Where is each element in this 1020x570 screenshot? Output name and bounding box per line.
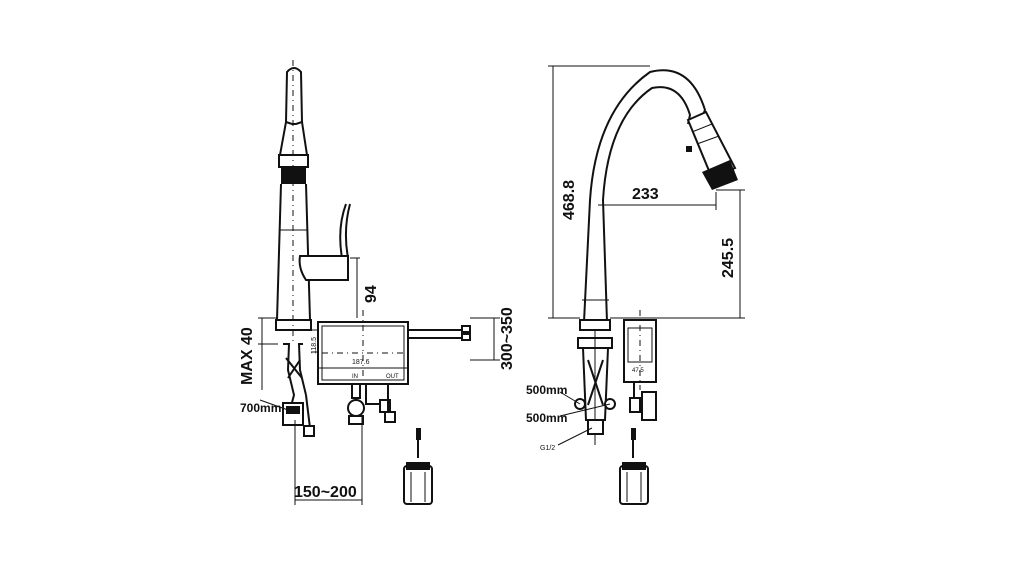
dim-94-label: 94 xyxy=(363,285,380,303)
dim-245-5: 245.5 xyxy=(610,189,745,319)
right-battery-pack xyxy=(619,428,649,505)
left-view: MAX 40 700mm 94 xyxy=(239,60,516,505)
dim-reach-label: 233 xyxy=(632,186,659,203)
left-handle xyxy=(298,203,351,281)
dim-hose-1-label: 500mm xyxy=(526,383,567,397)
dim-300-350: 300~350 xyxy=(470,307,516,370)
dim-hose-2-label: 500mm xyxy=(526,411,567,425)
left-plumbing: 700mm xyxy=(240,343,315,445)
dim-height-label: 300~350 xyxy=(499,307,516,370)
left-battery-pack xyxy=(403,428,433,505)
dim-94: 94 xyxy=(350,257,380,318)
thread-label: G1/2 xyxy=(540,445,555,452)
box-label-right: 47.5 xyxy=(632,368,644,374)
dim-468-8: 468.8 xyxy=(548,65,650,319)
right-view: 468.8 233 245.5 500mm xyxy=(526,65,745,505)
dim-range-label: 150~200 xyxy=(294,484,357,501)
dim-233: 233 xyxy=(598,186,717,210)
box-label-a: 118.5 xyxy=(311,337,318,354)
label-in: IN xyxy=(352,374,358,380)
left-control-box: 118.5 187.6 IN OUT xyxy=(311,310,471,425)
right-spray-head xyxy=(686,110,738,190)
dim-max-label: MAX 40 xyxy=(239,327,256,385)
dim-hose-700-label: 700mm xyxy=(240,401,281,415)
label-out: OUT xyxy=(386,374,399,380)
box-label-b: 187.6 xyxy=(352,359,370,366)
left-faucet-body xyxy=(275,60,312,345)
dim-150-200: 150~200 xyxy=(294,415,363,505)
dim-spout-label: 245.5 xyxy=(720,238,737,278)
dim-total-label: 468.8 xyxy=(561,180,578,220)
dim-max-40: MAX 40 xyxy=(239,317,278,390)
right-plumbing: 500mm 500mm G1/2 xyxy=(526,330,616,452)
right-control-box: 47.5 xyxy=(623,310,657,421)
